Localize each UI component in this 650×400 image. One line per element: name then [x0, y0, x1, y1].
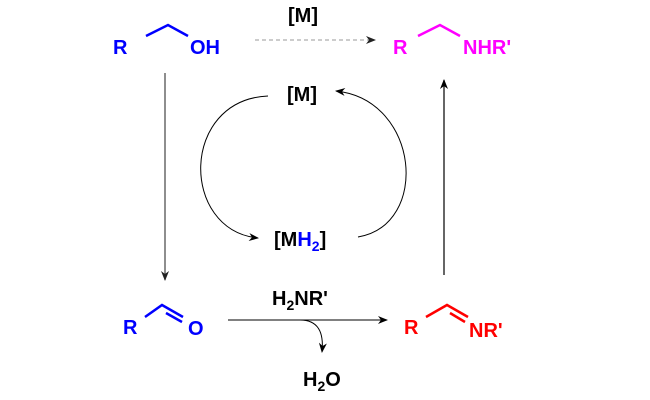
- amine-nhr-label: NHR': [463, 37, 511, 59]
- water-label: H2O: [303, 369, 341, 394]
- imine-bond: [425, 303, 469, 319]
- imine-nr-label: NR': [469, 320, 503, 342]
- metal-hydride-label: [MH2]: [274, 229, 326, 254]
- aldehyde-structure: R O: [123, 303, 204, 340]
- aldehyde-o-label: O: [188, 318, 204, 340]
- cycle-left-arrow: [200, 95, 269, 242]
- amine-reagent-label: H2NR': [272, 288, 328, 313]
- imine-double-bond: [449, 311, 466, 324]
- alcohol-structure: R OH: [113, 23, 220, 59]
- water-release-arrow: [299, 319, 327, 353]
- cycle-catalyst-label: [M]: [287, 84, 317, 106]
- aldehyde-r-label: R: [123, 317, 138, 339]
- amine-bond: [417, 23, 461, 38]
- aldehyde-bond: [144, 303, 184, 319]
- aldehyde-double-bond: [165, 311, 183, 324]
- top-catalyst-label: [M]: [288, 5, 318, 27]
- cycle-right-arrow: [335, 87, 407, 238]
- imine-structure: R NR': [404, 303, 503, 342]
- amine-structure: R NHR': [393, 23, 511, 59]
- alcohol-oh-label: OH: [190, 37, 220, 59]
- alcohol-r-label: R: [113, 37, 128, 59]
- amine-r-label: R: [393, 37, 408, 59]
- alcohol-bond: [145, 23, 189, 38]
- imine-r-label: R: [404, 317, 419, 339]
